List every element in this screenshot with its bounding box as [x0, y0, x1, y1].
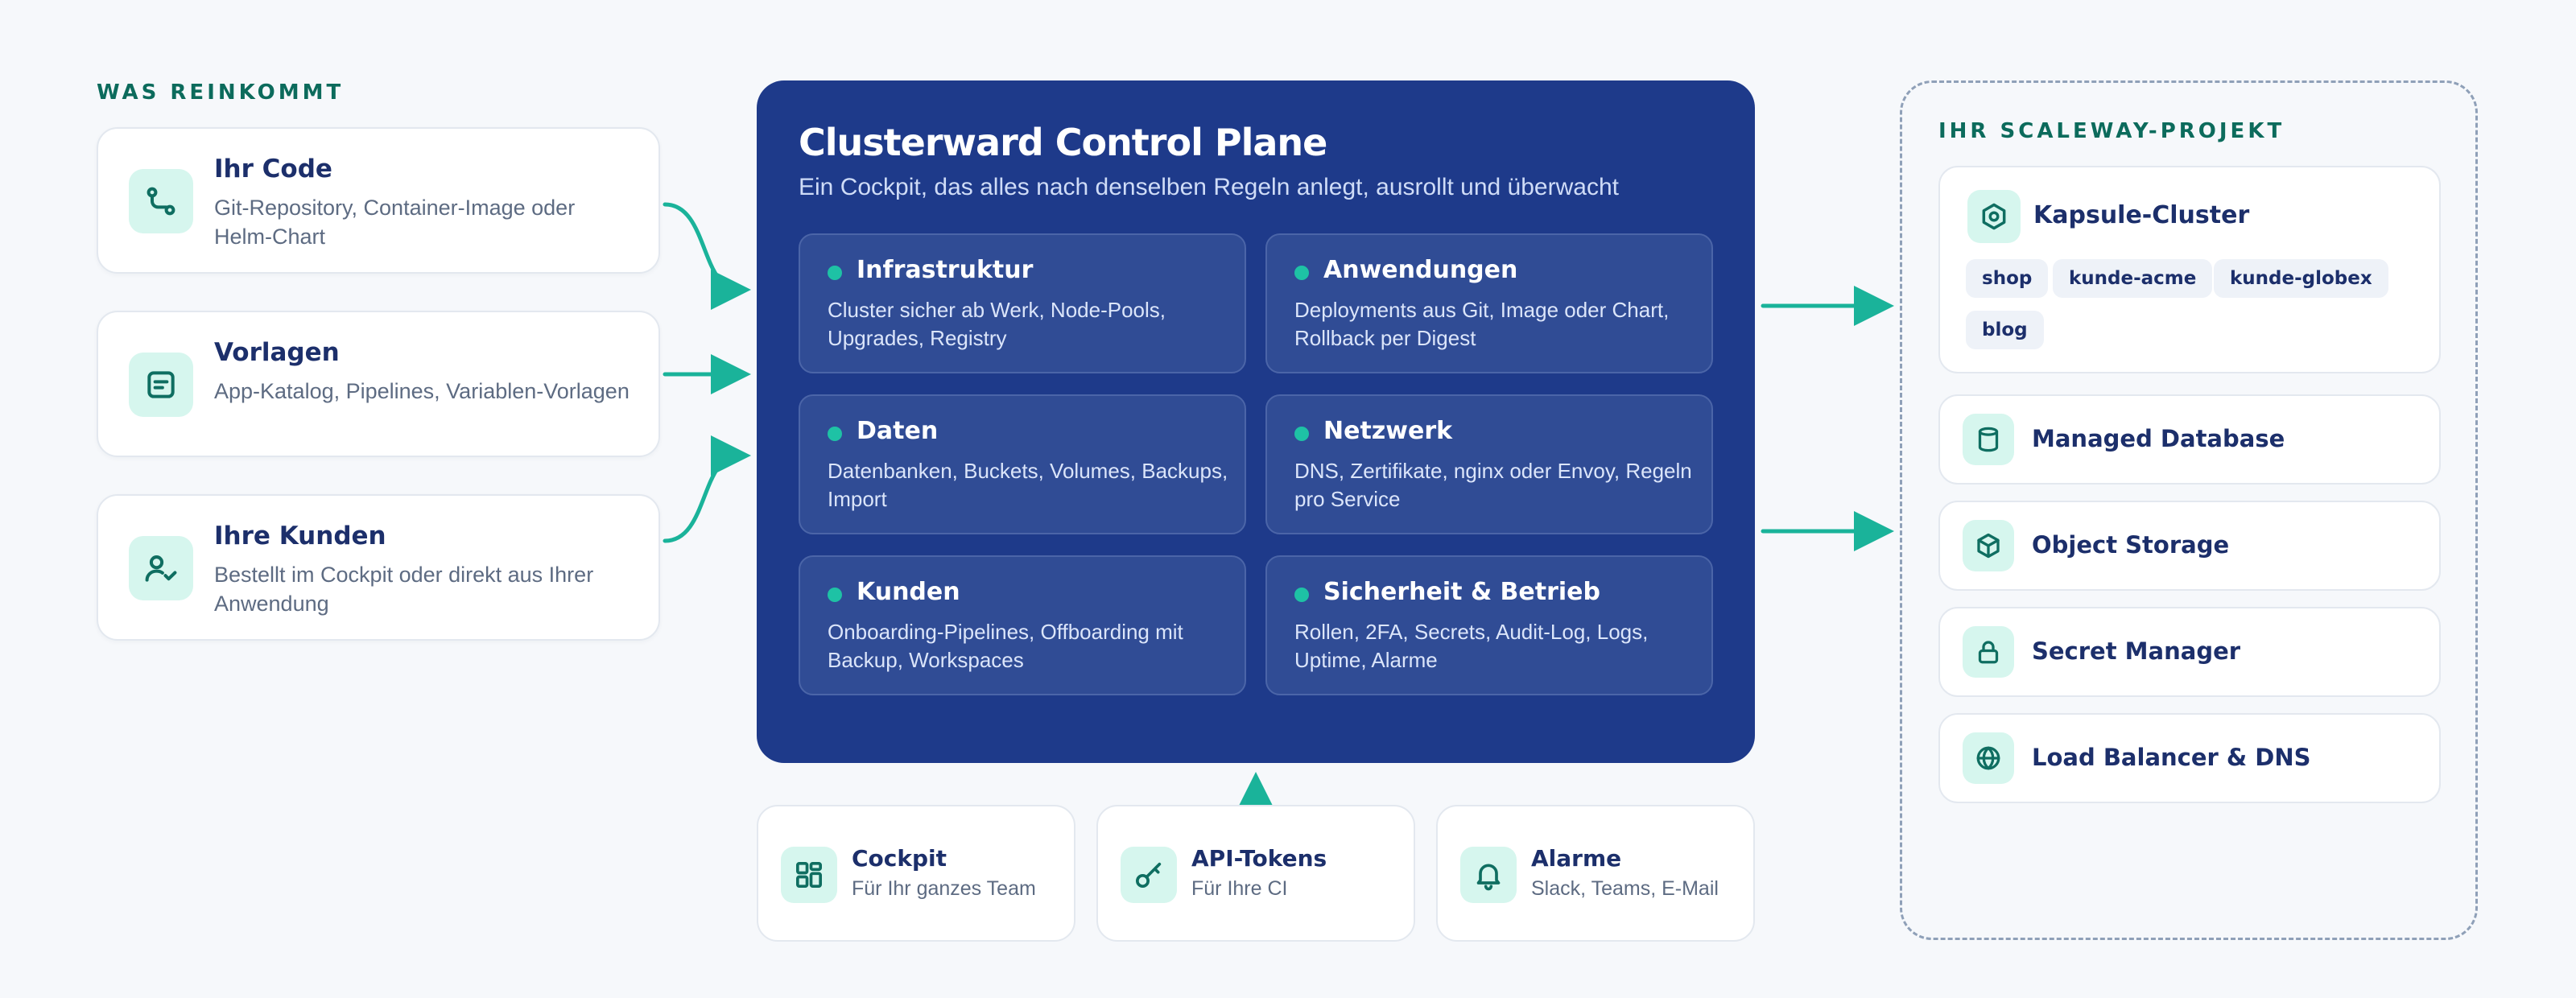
- plane-tile-customers[interactable]: Kunden Onboarding-Pipelines, Offboarding…: [799, 555, 1246, 695]
- namespace-chip[interactable]: blog: [1966, 311, 2044, 349]
- plane-tile-desc: Deployments aus Git, Image oder Chart, R…: [1294, 298, 1670, 350]
- plane-tile-title: Sicherheit & Betrieb: [1323, 578, 1601, 606]
- bell-icon: [1460, 847, 1517, 903]
- namespace-chip[interactable]: shop: [1966, 259, 2049, 298]
- service-card-secret-manager[interactable]: Secret Manager: [1938, 607, 2441, 697]
- input-card-templates[interactable]: Vorlagen App-Katalog, Pipelines, Variabl…: [97, 311, 660, 457]
- box-icon: [1963, 520, 2014, 571]
- user-check-icon: [129, 536, 193, 600]
- status-dot: [1294, 588, 1309, 602]
- tool-card-cockpit[interactable]: Cockpit Für Ihr ganzes Team: [757, 805, 1075, 942]
- namespace-chip[interactable]: kunde-globex: [2214, 259, 2388, 298]
- git-branch-icon: [129, 169, 193, 233]
- input-card-code[interactable]: Ihr Code Git-Repository, Container-Image…: [97, 127, 660, 274]
- plane-tile-title: Netzwerk: [1323, 417, 1453, 445]
- status-dot: [1294, 266, 1309, 280]
- plane-tile-desc: Rollen, 2FA, Secrets, Audit-Log, Logs, U…: [1294, 620, 1649, 672]
- status-dot: [1294, 427, 1309, 441]
- service-card-managed-database[interactable]: Managed Database: [1938, 394, 2441, 485]
- globe-icon: [1963, 732, 2014, 784]
- arrow-customers-to-plane: [663, 435, 751, 543]
- namespace-chip[interactable]: kunde-acme: [2053, 259, 2213, 298]
- plane-tile-data[interactable]: Daten Datenbanken, Buckets, Volumes, Bac…: [799, 394, 1246, 534]
- input-card-desc: Bestellt im Cockpit oder direkt aus Ihre…: [214, 563, 594, 616]
- cluster-title: Kapsule-Cluster: [2033, 201, 2250, 229]
- status-dot: [828, 427, 842, 441]
- service-card-object-storage[interactable]: Object Storage: [1938, 501, 2441, 591]
- tool-card-title: Cockpit: [852, 845, 947, 872]
- plane-tile-desc: Datenbanken, Buckets, Volumes, Backups, …: [828, 459, 1228, 511]
- status-dot: [828, 588, 842, 602]
- plane-tile-desc: Cluster sicher ab Werk, Node-Pools, Upgr…: [828, 298, 1166, 350]
- input-card-title: Ihr Code: [214, 155, 332, 184]
- service-title: Object Storage: [2032, 531, 2230, 559]
- plane-tile-title: Daten: [857, 417, 939, 445]
- service-title: Load Balancer & DNS: [2032, 744, 2311, 771]
- service-title: Managed Database: [2032, 425, 2285, 452]
- control-plane-subtitle: Ein Cockpit, das alles nach denselben Re…: [799, 174, 1619, 200]
- input-card-title: Ihre Kunden: [214, 522, 386, 551]
- plane-tile-security-operations[interactable]: Sicherheit & Betrieb Rollen, 2FA, Secret…: [1265, 555, 1713, 695]
- input-card-customers[interactable]: Ihre Kunden Bestellt im Cockpit oder dir…: [97, 494, 660, 641]
- key-icon: [1121, 847, 1177, 903]
- inputs-section-label: WAS REINKOMMT: [97, 80, 345, 105]
- scaleway-project-panel: [1900, 80, 2478, 940]
- plane-tile-desc: Onboarding-Pipelines, Offboarding mit Ba…: [828, 620, 1183, 672]
- service-card-load-balancer-dns[interactable]: Load Balancer & DNS: [1938, 713, 2441, 803]
- arrow-code-to-plane: [663, 202, 751, 310]
- plane-tile-network[interactable]: Netzwerk DNS, Zertifikate, nginx oder En…: [1265, 394, 1713, 534]
- service-title: Secret Manager: [2032, 637, 2241, 665]
- database-icon: [1963, 414, 2014, 465]
- input-card-desc: App-Katalog, Pipelines, Variablen-Vorlag…: [214, 379, 630, 403]
- plane-tile-title: Infrastruktur: [857, 256, 1034, 284]
- plane-tile-title: Kunden: [857, 578, 960, 606]
- status-dot: [828, 266, 842, 280]
- lock-icon: [1963, 626, 2014, 678]
- control-plane: Clusterward Control Plane Ein Cockpit, d…: [757, 80, 1755, 763]
- plane-tile-applications[interactable]: Anwendungen Deployments aus Git, Image o…: [1265, 233, 1713, 373]
- tool-card-alarms[interactable]: Alarme Slack, Teams, E-Mail: [1436, 805, 1755, 942]
- cluster-icon: [1967, 190, 2021, 243]
- kapsule-cluster-card[interactable]: Kapsule-Cluster shop kunde-acme kunde-gl…: [1938, 166, 2441, 373]
- plane-tile-title: Anwendungen: [1323, 256, 1518, 284]
- input-card-desc: Git-Repository, Container-Image oder Hel…: [214, 196, 576, 249]
- tool-card-desc: Für Ihre CI: [1191, 877, 1288, 900]
- tool-card-api-tokens[interactable]: API-Tokens Für Ihre CI: [1096, 805, 1415, 942]
- tool-card-title: Alarme: [1531, 845, 1622, 872]
- tool-card-desc: Slack, Teams, E-Mail: [1531, 877, 1719, 900]
- project-section-label: IHR SCALEWAY-PROJEKT: [1938, 119, 2285, 143]
- tool-card-title: API-Tokens: [1191, 845, 1327, 872]
- plane-tile-desc: DNS, Zertifikate, nginx oder Envoy, Rege…: [1294, 459, 1692, 511]
- tool-card-desc: Für Ihr ganzes Team: [852, 877, 1036, 900]
- control-plane-title: Clusterward Control Plane: [799, 121, 1327, 164]
- input-card-title: Vorlagen: [214, 338, 340, 367]
- plane-tile-infrastructure[interactable]: Infrastruktur Cluster sicher ab Werk, No…: [799, 233, 1246, 373]
- template-icon: [129, 353, 193, 417]
- dashboard-icon: [781, 847, 837, 903]
